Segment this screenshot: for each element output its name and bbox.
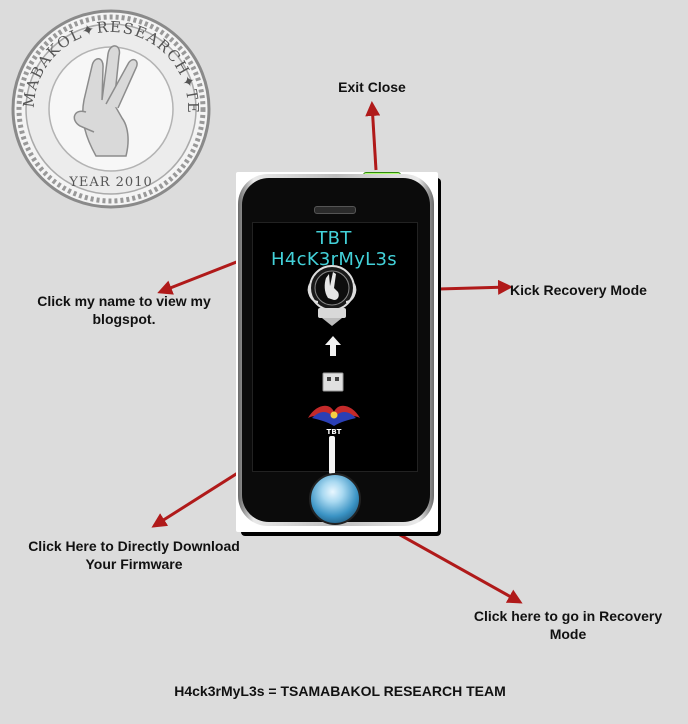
download-firmware-flag-icon[interactable]: TBT (306, 398, 362, 438)
kick-recovery-label: Kick Recovery Mode (510, 282, 647, 298)
tsamabakol-seal-logo: ✦TSAMABAKOL✦RESEARCH✦TEAM✦ YEAR 2010 (2, 0, 211, 209)
flag-label: TBT (327, 428, 342, 436)
click-name-label: Click my name to view my blogspot. (37, 293, 211, 327)
recovery-mode-home-button[interactable] (309, 473, 361, 525)
svg-text:YEAR 2010: YEAR 2010 (68, 175, 152, 190)
blogspot-name-link[interactable]: TBT H4cK3rMyL3s (271, 228, 397, 270)
speaker-grille (314, 206, 356, 214)
kick-recovery-crest-icon[interactable] (304, 262, 360, 328)
arrow-exit-close (365, 101, 381, 171)
download-firmware-label: Click Here to Directly Download Your Fir… (28, 538, 240, 572)
usb-cable (329, 436, 335, 474)
footer-caption: H4ck3rMyL3s = TSAMABAKOL RESEARCH TEAM (174, 683, 506, 699)
usb-connector-icon (322, 372, 344, 392)
exit-close-label: Exit Close (338, 79, 406, 95)
up-arrow-icon (325, 336, 341, 356)
recovery-mode-label: Click here to go in Recovery Mode (473, 608, 663, 642)
